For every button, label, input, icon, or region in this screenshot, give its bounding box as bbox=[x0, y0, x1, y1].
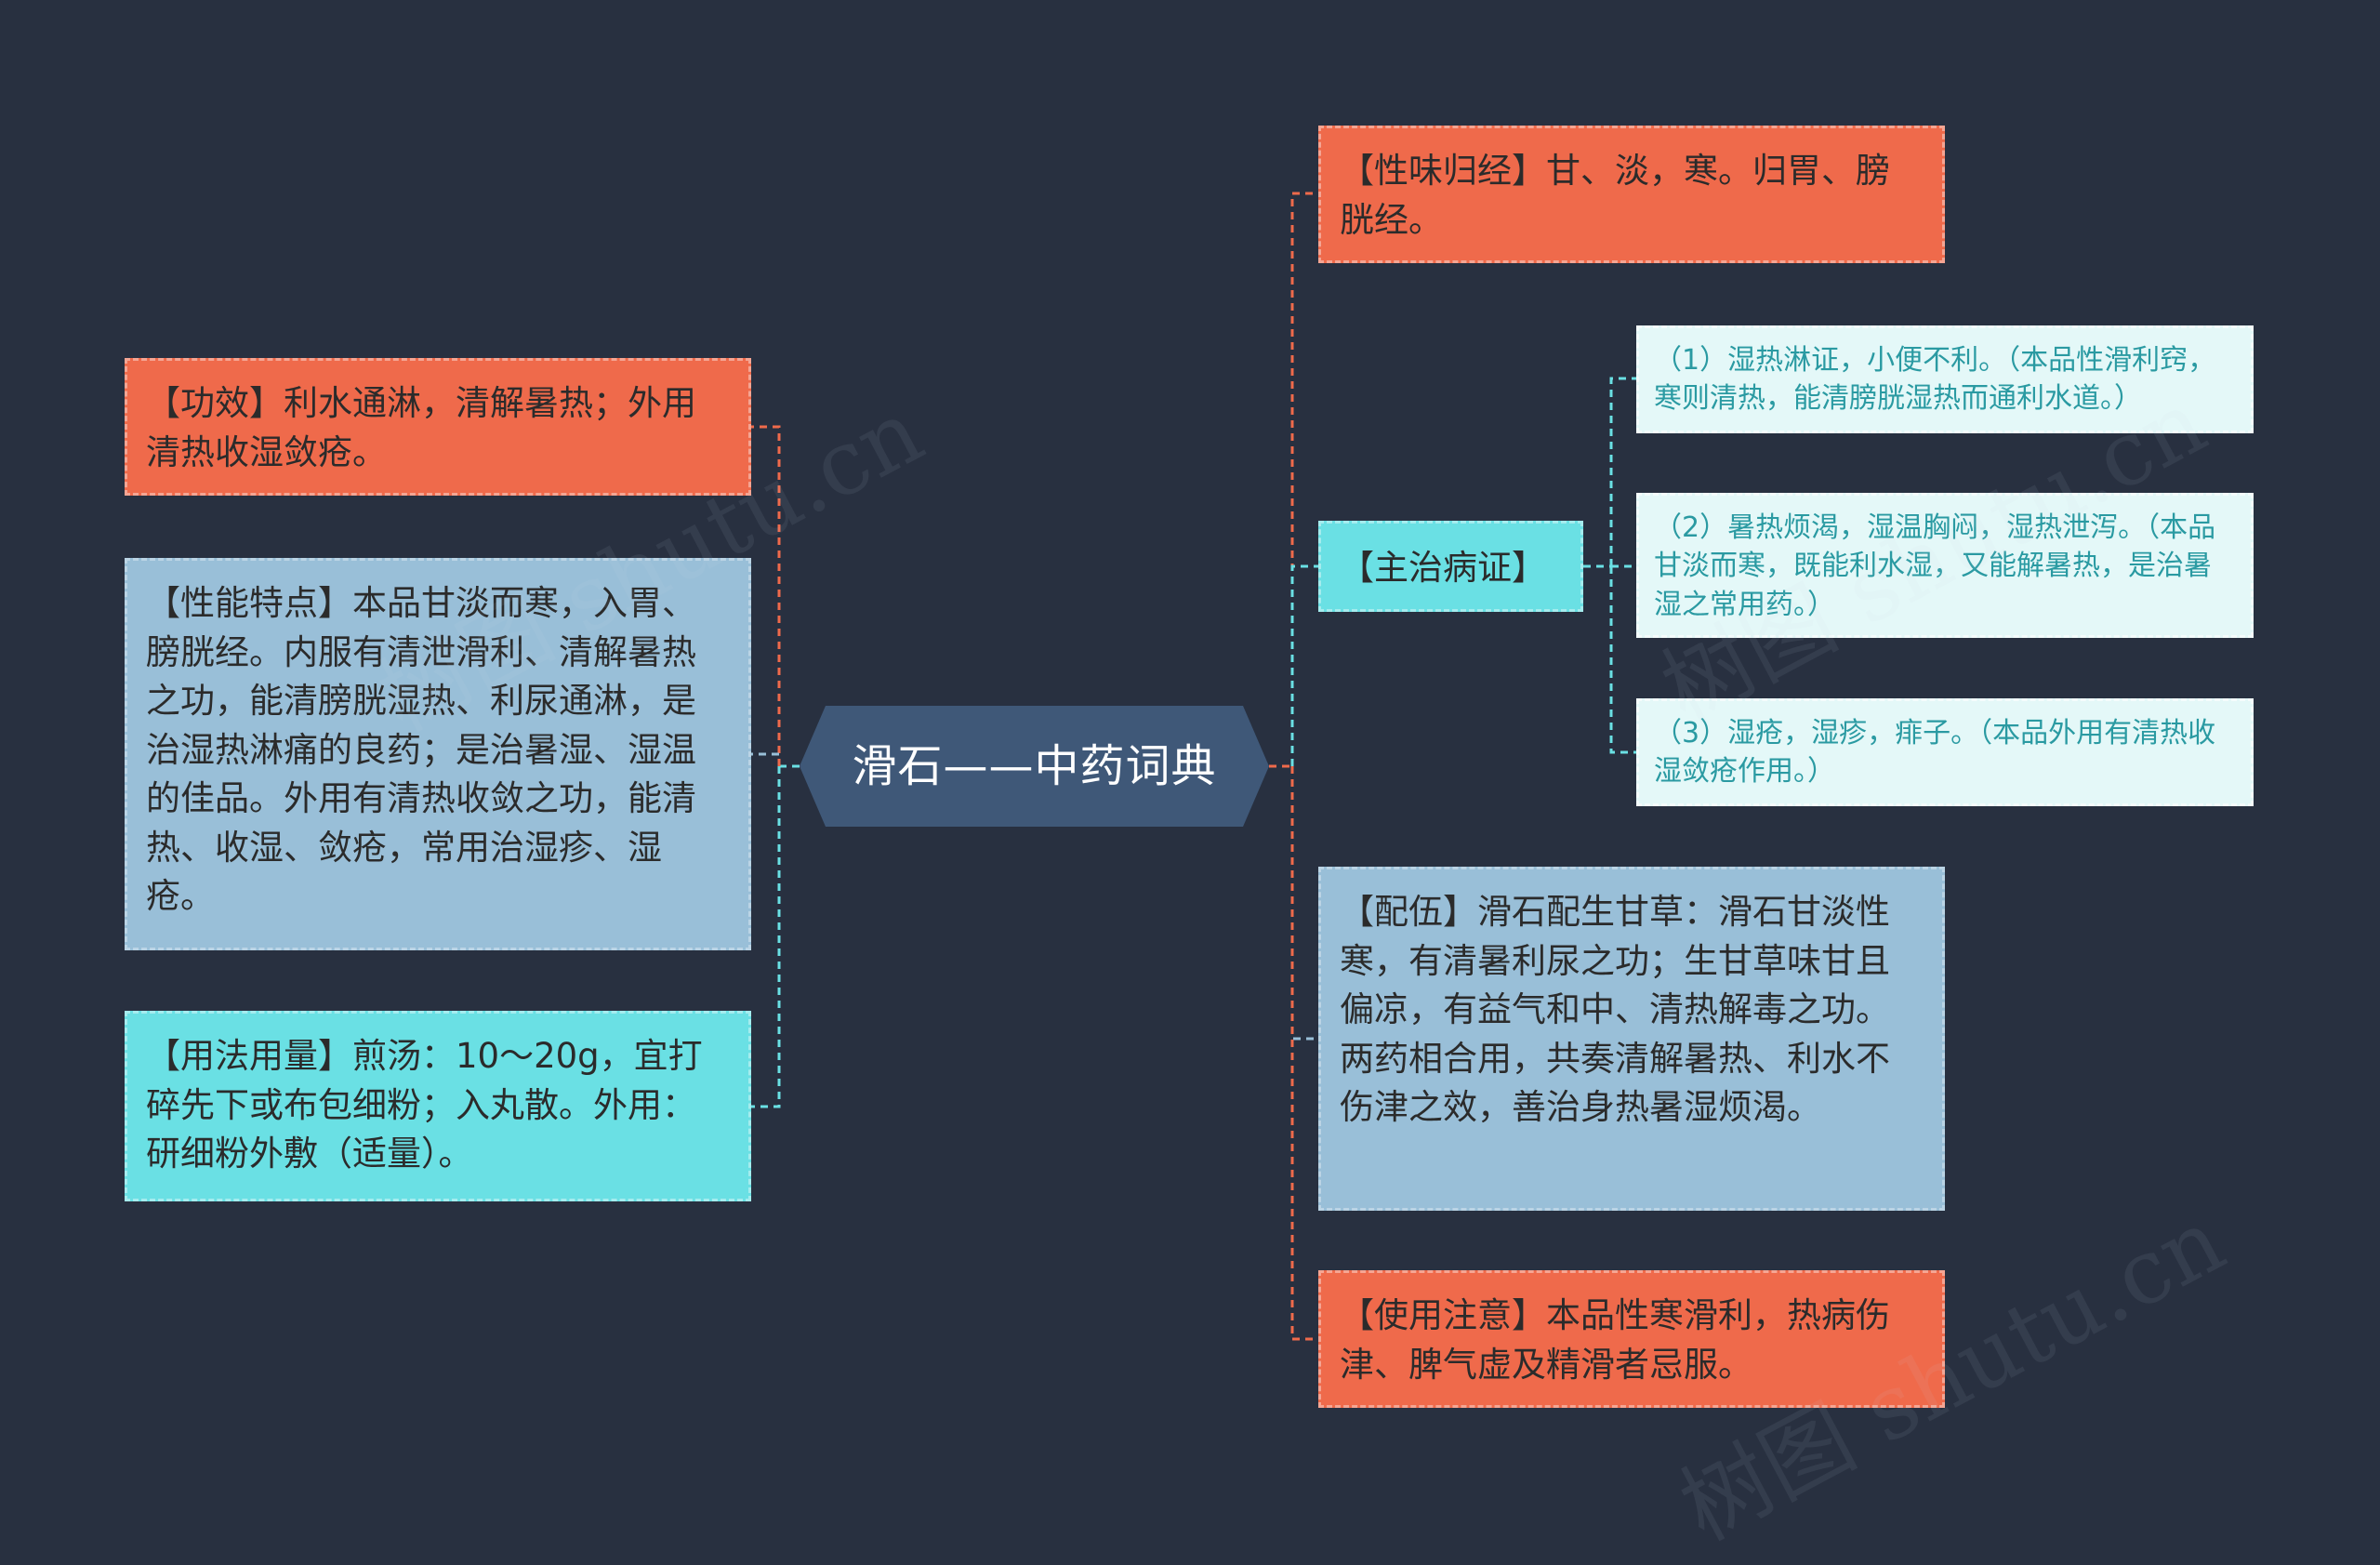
center-node: 滑石——中药词典 bbox=[800, 706, 1269, 827]
connector-left-gongxiao bbox=[751, 425, 781, 766]
node-zhuzhi: 【主治病证】 bbox=[1318, 521, 1583, 612]
connector-right-peiwu bbox=[1290, 766, 1318, 1041]
node-zhuzhi-sub1-text: （1）湿热淋证，小便不利。（本品性滑利窍，寒则清热，能清膀胱湿热而通利水道。） bbox=[1654, 344, 2216, 416]
center-node-label: 滑石——中药词典 bbox=[852, 740, 1217, 792]
connector-zhuzhi-sub1 bbox=[1609, 377, 1636, 566]
connector-right-xingwei bbox=[1290, 192, 1318, 766]
connector-right-shiyong bbox=[1290, 766, 1318, 1341]
node-shiyong: 【使用注意】本品性寒滑利，热病伤津、脾气虚及精滑者忌服。 bbox=[1318, 1270, 1945, 1408]
node-xingneng: 【性能特点】本品甘淡而寒，入胃、膀胱经。内服有清泄滑利、清解暑热之功，能清膀胱湿… bbox=[125, 558, 751, 950]
center-node-shape bbox=[800, 706, 1269, 827]
connector-zhuzhi-sub3 bbox=[1609, 566, 1636, 754]
node-xingwei-text: 【性味归经】甘、淡，寒。归胃、膀胱经。 bbox=[1340, 151, 1890, 240]
node-yongfa-text: 【用法用量】煎汤：10～20g，宜打碎先下或布包细粉；入丸散。外用：研细粉外敷（… bbox=[146, 1036, 703, 1174]
connector-left-yongfa bbox=[751, 766, 781, 1108]
node-gongxiao: 【功效】利水通淋，清解暑热；外用清热收湿敛疮。 bbox=[125, 358, 751, 496]
node-yongfa: 【用法用量】煎汤：10～20g，宜打碎先下或布包细粉；入丸散。外用：研细粉外敷（… bbox=[125, 1011, 751, 1201]
node-zhuzhi-text: 【主治病证】 bbox=[1340, 548, 1546, 588]
node-xingneng-text: 【性能特点】本品甘淡而寒，入胃、膀胱经。内服有清泄滑利、清解暑热之功，能清膀胱湿… bbox=[146, 583, 696, 917]
node-peiwu: 【配伍】滑石配生甘草：滑石甘淡性寒，有清暑利尿之功；生甘草味甘且偏凉，有益气和中… bbox=[1318, 867, 1945, 1211]
node-peiwu-text: 【配伍】滑石配生甘草：滑石甘淡性寒，有清暑利尿之功；生甘草味甘且偏凉，有益气和中… bbox=[1340, 892, 1890, 1128]
node-zhuzhi-sub1: （1）湿热淋证，小便不利。（本品性滑利窍，寒则清热，能清膀胱湿热而通利水道。） bbox=[1636, 325, 2254, 433]
node-shiyong-text: 【使用注意】本品性寒滑利，热病伤津、脾气虚及精滑者忌服。 bbox=[1340, 1295, 1890, 1385]
node-zhuzhi-sub3-text: （3）湿疮，湿疹，痱子。（本品外用有清热收湿敛疮作用。） bbox=[1654, 717, 2216, 789]
node-zhuzhi-sub2-text: （2）暑热烦渴，湿温胸闷，湿热泄泻。（本品甘淡而寒，既能利水湿，又能解暑热，是治… bbox=[1654, 511, 2216, 621]
node-gongxiao-text: 【功效】利水通淋，清解暑热；外用清热收湿敛疮。 bbox=[146, 383, 696, 472]
connector-right-zhuzhi bbox=[1290, 564, 1318, 766]
node-xingwei: 【性味归经】甘、淡，寒。归胃、膀胱经。 bbox=[1318, 126, 1945, 263]
node-zhuzhi-sub2: （2）暑热烦渴，湿温胸闷，湿热泄泻。（本品甘淡而寒，既能利水湿，又能解暑热，是治… bbox=[1636, 493, 2254, 638]
node-zhuzhi-sub3: （3）湿疮，湿疹，痱子。（本品外用有清热收湿敛疮作用。） bbox=[1636, 698, 2254, 806]
